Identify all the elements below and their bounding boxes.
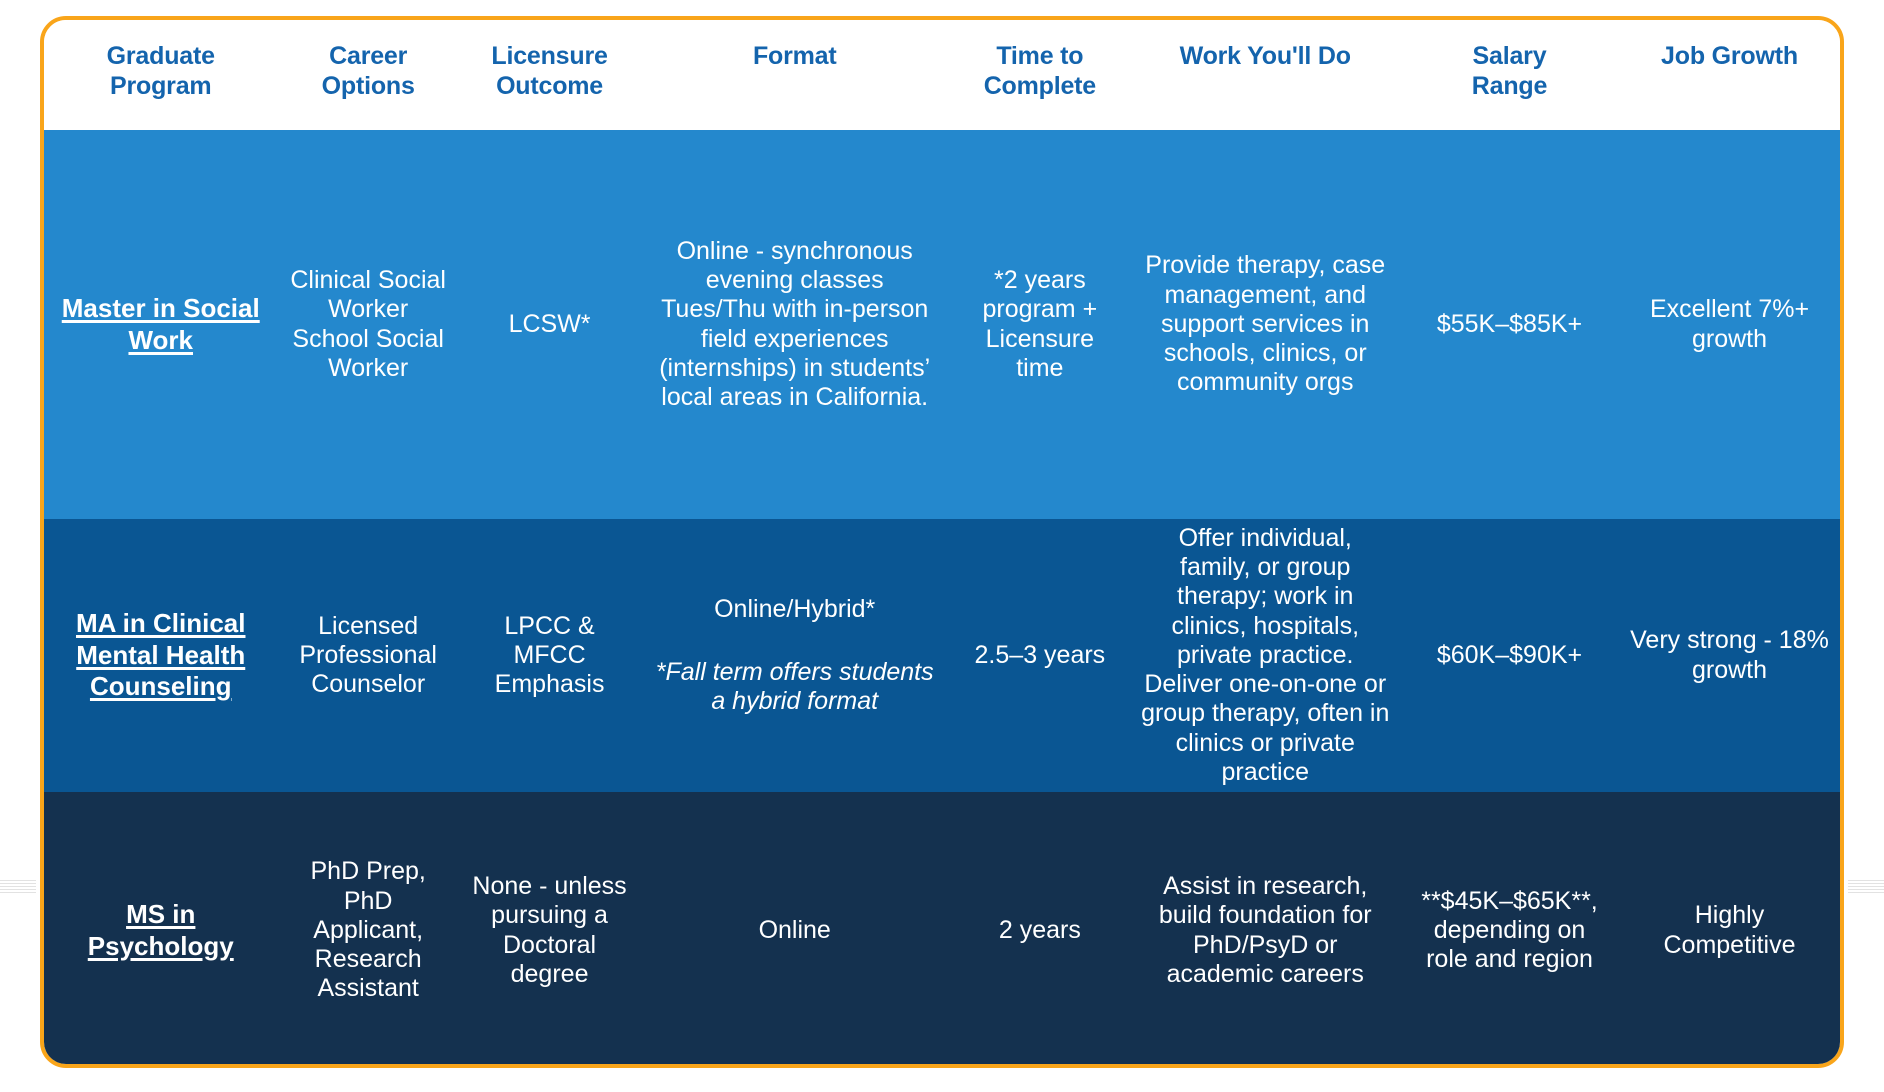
column-header-work-youll-do: Work You'll Do [1131,20,1400,130]
program-comparison-table: Graduate Program Career Options Licensur… [40,16,1844,1068]
salary-range-cell: **$45K–$65K**, depending on role and reg… [1421,886,1598,974]
format-cell: Online [758,915,831,944]
job-growth-cell: Very strong - 18% growth [1630,626,1829,684]
format-footnote-text: *Fall term offers students a hybrid form… [655,657,934,716]
career-options-cell: PhD Prep, PhD Applicant, Research Assist… [310,857,426,1003]
column-header-line: Options [321,71,415,100]
format-primary-text: Online/Hybrid* [714,594,876,623]
program-name-cell[interactable]: MA in Clinical Mental Health Counseling [44,519,277,792]
right-edge-artifact [1848,880,1884,894]
program-name-cell[interactable]: Master in Social Work [44,130,277,519]
work-youll-do-cell: Offer individual, family, or group thera… [1141,523,1390,786]
format-cell: Online/Hybrid* *Fall term offers student… [640,519,949,792]
licensure-outcome-cell: LCSW* [508,309,591,338]
program-name-link[interactable]: Master in Social Work [61,292,260,355]
column-header-line: Career [329,42,408,70]
career-options-cell: Clinical Social Worker School Social Wor… [290,266,446,382]
format-cell: Online - synchronous evening classes Tue… [659,236,931,411]
time-to-complete-cell: 2.5–3 years [974,640,1106,669]
column-header-graduate-program: Graduate Program [44,20,277,130]
work-youll-do-cell: Provide therapy, case management, and su… [1145,251,1386,397]
table-row: Master in Social Work Clinical Social Wo… [44,130,1840,519]
job-growth-cell: Excellent 7%+ growth [1649,295,1810,353]
salary-range-cell: $60K–$90K+ [1436,640,1583,669]
job-growth-cell: Highly Competitive [1663,901,1796,959]
column-header-line: Program [110,71,212,100]
program-name-link[interactable]: MS in Psychology [87,898,234,961]
column-header-format: Format [640,20,949,130]
column-header-line: Work You'll Do [1179,42,1351,70]
column-header-job-growth: Job Growth [1619,20,1840,130]
time-to-complete-cell: *2 years program + Licensure time [982,266,1098,382]
column-header-salary-range: Salary Range [1400,20,1619,130]
program-name-link[interactable]: MA in Clinical Mental Health Counseling [75,607,246,702]
table-row: MA in Clinical Mental Health Counseling … [44,519,1840,792]
table-row: MS in Psychology PhD Prep, PhD Applicant… [44,792,1840,1064]
column-header-line: Salary [1472,42,1547,70]
column-header-career-options: Career Options [277,20,458,130]
table-header-row: Graduate Program Career Options Licensur… [44,20,1840,130]
time-to-complete-cell: 2 years [998,915,1081,944]
salary-range-cell: $55K–$85K+ [1436,309,1583,338]
column-header-line: Time to [996,42,1084,70]
column-header-line: Graduate [106,42,215,70]
column-header-line: Outcome [496,71,604,100]
column-header-line: Job Growth [1661,42,1798,70]
column-header-time-to-complete: Time to Complete [949,20,1130,130]
column-header-line: Complete [983,71,1097,100]
column-header-line: Range [1471,71,1548,100]
column-header-line: Format [752,42,837,70]
licensure-outcome-cell: LPCC & MFCC Emphasis [494,611,605,699]
column-header-licensure-outcome: Licensure Outcome [459,20,640,130]
left-edge-artifact [0,880,36,894]
work-youll-do-cell: Assist in research, build foundation for… [1158,872,1372,988]
licensure-outcome-cell: None - unless pursuing a Doctoral degree [472,872,627,988]
career-options-cell: Licensed Professional Counselor [299,611,437,699]
program-name-cell[interactable]: MS in Psychology [44,792,277,1064]
column-header-line: Licensure [491,42,608,70]
